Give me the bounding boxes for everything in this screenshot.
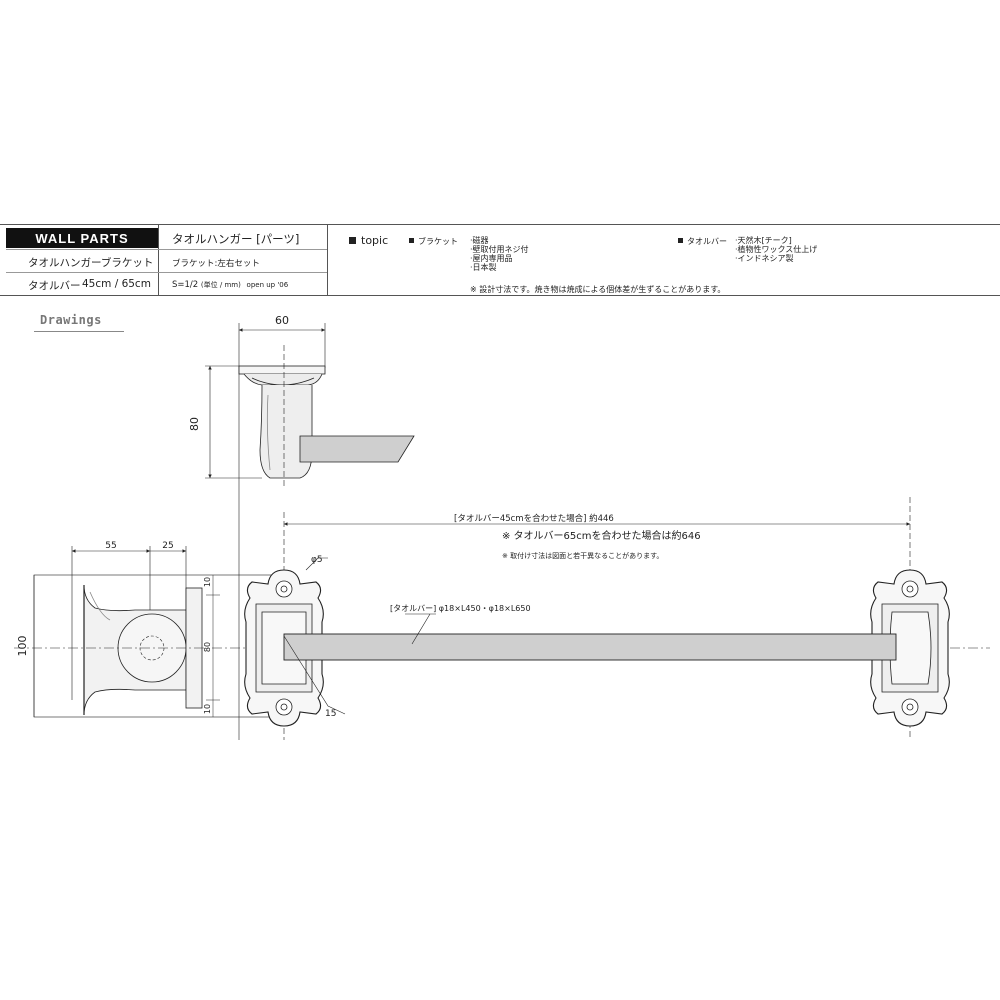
top-view-bracket: [205, 323, 415, 740]
header-row-rule-1: [158, 249, 327, 250]
bracket-spec-item: ·磁器: [470, 236, 489, 245]
bar-sizes: 45cm / 65cm: [82, 278, 151, 290]
dim-side-10b: 10: [203, 704, 212, 714]
drawings-title: Drawings: [40, 313, 102, 327]
front-view-assembly: [244, 497, 950, 740]
square-bullet-icon: [409, 238, 414, 243]
square-bullet-icon: [349, 237, 356, 244]
towel-bar: [283, 633, 897, 661]
bracket-spec-item: ·日本製: [470, 263, 497, 272]
bracket-section-label: ブラケット: [409, 236, 458, 247]
bracket-spec-item: ·壁取付用ネジ付: [470, 245, 529, 254]
bracket-spec-item: ·屋内専用品: [470, 254, 513, 263]
scale-info: S=1/2 (単位 / mm) open up '06: [172, 280, 288, 290]
product-title: タオルハンガー [パーツ]: [172, 232, 300, 246]
length-65: ※ タオルバー65cmを合わせた場合は約646: [502, 529, 701, 542]
dim-offset: 15: [325, 709, 336, 719]
towelbar-spec-item: ·インドネシア製: [735, 254, 794, 263]
scale-unit: (単位 / mm): [200, 281, 241, 289]
towelbar-section-label: タオルバー: [678, 236, 727, 247]
dim-side-80: 80: [203, 642, 212, 652]
bracket-name: タオルハンガーブラケット: [28, 257, 154, 269]
towelbar-spec-item: ·天然木[チーク]: [735, 236, 792, 245]
design-note: ※ 設計寸法です。焼き物は焼成による個体差が生ずることがあります。: [470, 285, 726, 294]
install-note: ※ 取付け寸法は図面と若干異なることがあります。: [502, 551, 663, 560]
dim-side-height: 100: [16, 636, 29, 657]
brand-badge: WALL PARTS: [6, 228, 158, 248]
scale-suffix: open up '06: [246, 281, 289, 289]
bracket-specs: ·磁器 ·壁取付用ネジ付 ·屋内専用品 ·日本製: [470, 236, 529, 272]
scale-prefix: S=1/2: [172, 280, 199, 290]
dim-top-width: 60: [275, 314, 289, 327]
dim-side-b: 25: [162, 541, 173, 551]
header-col-divider-1: [158, 224, 159, 296]
header-top-rule: [0, 224, 1000, 225]
dim-side-a: 55: [105, 541, 116, 551]
towelbar-specs: ·天然木[チーク] ·植物性ワックス仕上げ ·インドネシア製: [735, 236, 817, 263]
bar-callout: [タオルバー] φ18×L450・φ18×L650: [390, 604, 531, 613]
dim-side-10a: 10: [203, 577, 212, 587]
header-col-divider-2: [327, 224, 328, 296]
bar-label: タオルバー: [28, 280, 81, 292]
length-45: [タオルバー45cmを合わせた場合] 約446: [454, 513, 614, 524]
square-bullet-icon: [678, 238, 683, 243]
header-row-rule-2: [6, 272, 327, 273]
bracket-set: ブラケット:左右セット: [172, 259, 260, 269]
drawings-underline: [34, 331, 124, 332]
towelbar-spec-item: ·植物性ワックス仕上げ: [735, 245, 818, 254]
header-bottom-rule: [0, 295, 1000, 296]
dim-top-height: 80: [188, 417, 201, 431]
dim-hole: φ5: [311, 555, 323, 565]
header-row-rule-1b: [6, 249, 158, 250]
topic-heading: topic: [349, 234, 388, 247]
side-view-bracket: [14, 546, 990, 718]
